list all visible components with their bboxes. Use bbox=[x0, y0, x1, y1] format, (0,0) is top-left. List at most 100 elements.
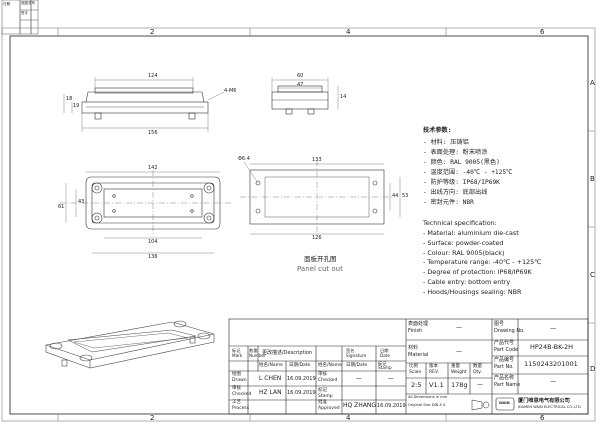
material-label-cn: 材料 bbox=[408, 345, 419, 351]
col-label: 2 bbox=[150, 414, 155, 422]
projection-symbol bbox=[471, 399, 490, 411]
col-label: 4 bbox=[346, 414, 351, 422]
row-label: D bbox=[590, 365, 596, 373]
spec-cn-line: - 防护等级: IP68/IP69K bbox=[423, 179, 500, 186]
company-logo bbox=[495, 397, 515, 411]
part-code-value: HP24B-BK-2H bbox=[530, 343, 574, 351]
drawing-no-value: — bbox=[550, 325, 556, 332]
rev-label-en: REV. bbox=[429, 370, 439, 375]
change-label: 更改描述/Description bbox=[262, 350, 313, 356]
weight-value: 178g bbox=[451, 381, 468, 389]
part-code-label-en: Part Code bbox=[494, 347, 519, 353]
spec-en-line: - Surface: powder-coated bbox=[423, 239, 504, 247]
drawn-date: 16.09.2019 bbox=[287, 376, 316, 382]
date-label-cn: 日期 bbox=[380, 348, 389, 353]
checked-label-en: Checked bbox=[318, 378, 338, 383]
logo-text: WAIN bbox=[499, 401, 510, 405]
number-label-en: Number bbox=[249, 353, 266, 358]
isometric-view bbox=[44, 320, 215, 369]
side-view bbox=[271, 77, 339, 115]
name-header: 姓名/Name bbox=[318, 363, 342, 368]
part-name-value: — bbox=[550, 378, 556, 385]
spec-cn-line: - 材料: 压铸铝 bbox=[423, 139, 469, 146]
drawing-no-label-en: Drawing No. bbox=[494, 328, 525, 334]
approved-date: 16.09.2019 bbox=[377, 403, 406, 409]
title-block bbox=[228, 318, 589, 415]
weight-label-cn: 重量 bbox=[451, 364, 460, 369]
spec-cn-line: - 温度范围: -40℃ - +125℃ bbox=[423, 169, 513, 176]
signature-label-cn: 签名 bbox=[346, 348, 355, 353]
row-label: A bbox=[590, 79, 595, 87]
dim-label: 136 bbox=[148, 254, 158, 260]
dim-label: 43 bbox=[78, 199, 85, 205]
dim-label: 104 bbox=[148, 239, 158, 245]
dim-label: 4-M6 bbox=[224, 88, 237, 94]
row-label: C bbox=[590, 271, 595, 279]
stamp-label-en: Stamp bbox=[318, 394, 333, 399]
spec-en-line: - Cable entry: bottom entry bbox=[423, 278, 511, 286]
cutout-caption-en: Panel cut out bbox=[297, 265, 343, 273]
part-name-label-en: Part Name bbox=[494, 382, 521, 388]
spec-cn-title: 技术参数: bbox=[423, 127, 452, 134]
col-label: 6 bbox=[540, 414, 545, 422]
process-label-cn: 工艺 bbox=[232, 400, 241, 405]
col-label: 6 bbox=[540, 28, 545, 36]
approved-label-en: Approved bbox=[318, 406, 340, 411]
dash: — bbox=[388, 375, 394, 382]
dim-label: 14 bbox=[340, 94, 347, 100]
checked-label-cn: 审核 bbox=[232, 386, 241, 391]
size-note: Original Size DIN A 4 bbox=[408, 403, 446, 407]
outer-border bbox=[1, 27, 596, 422]
checked-name: HZ LAN bbox=[259, 389, 282, 396]
left-strip-label: 日期 bbox=[3, 2, 10, 6]
cutout-view bbox=[240, 160, 401, 236]
row-label: B bbox=[590, 175, 595, 183]
spec-en-line: - Material: aluminium die-cast bbox=[423, 229, 519, 237]
date-header: 日期/Date bbox=[289, 363, 311, 368]
left-strip-label: 签字 bbox=[21, 11, 28, 15]
drawing-no-label-cn: 图号 bbox=[494, 321, 505, 327]
row-ticks bbox=[588, 130, 595, 324]
dim-label: 142 bbox=[148, 165, 158, 171]
stamp-label-cn: 标记 bbox=[378, 361, 387, 366]
dim-label: 44 bbox=[392, 193, 399, 199]
date-header: 日期/Date bbox=[346, 363, 368, 368]
stamp-label-cn: 标记 bbox=[318, 388, 327, 393]
material-value: — bbox=[456, 348, 462, 355]
scale-value: 2:5 bbox=[411, 381, 422, 389]
company-name-en: XIAMEN WAIN ELECTRICAL CO.,LTD bbox=[518, 405, 581, 409]
column-ticks bbox=[57, 28, 447, 421]
process-label-en: Process bbox=[232, 406, 250, 411]
mark-label-en: Mark bbox=[232, 353, 243, 358]
rev-label-cn: 版本 bbox=[429, 364, 438, 369]
dash: — bbox=[356, 375, 362, 382]
dim-label: 53 bbox=[402, 193, 409, 199]
dim-label: 124 bbox=[148, 73, 158, 79]
drawn-label-en: Drawn bbox=[232, 378, 247, 383]
qty-value: — bbox=[477, 381, 483, 388]
spec-en-line: - Hoods/Housings sealing: NBR bbox=[423, 288, 522, 296]
dim-label: 133 bbox=[312, 157, 322, 163]
spec-en-line: - Temperature range: -40℃ - +125℃ bbox=[423, 258, 542, 266]
qty-label-cn: 数量 bbox=[473, 364, 482, 369]
checked-label-en: Checked bbox=[232, 392, 252, 397]
spec-en-line: - Colour: RAL 9005(black) bbox=[423, 249, 505, 257]
left-strip bbox=[1, 0, 39, 35]
number-label-cn: 数量 bbox=[249, 348, 258, 353]
scale-label-en: Scale bbox=[409, 370, 422, 375]
left-strip-label: 底图总号 bbox=[21, 1, 35, 5]
approved-label-cn: 批准 bbox=[318, 400, 327, 405]
mark-label-cn: 标记 bbox=[232, 348, 241, 353]
drawn-name: L CHEN bbox=[259, 375, 282, 382]
dims-note: All Dimensions in mm bbox=[408, 395, 448, 399]
part-no-label-en: Part No. bbox=[494, 364, 514, 370]
date-label-en: Date bbox=[380, 353, 391, 358]
drawn-label-cn: 绘图 bbox=[232, 372, 241, 377]
spec-en-title: Technical specification: bbox=[423, 219, 497, 227]
weight-label-en: Weight bbox=[451, 370, 467, 375]
signature-label-en: Signature bbox=[346, 353, 367, 358]
qty-label-en: Qty. bbox=[473, 370, 482, 375]
part-no-label-cn: 产品编号 bbox=[494, 357, 515, 363]
part-code-label-cn: 产品代号 bbox=[494, 340, 515, 346]
